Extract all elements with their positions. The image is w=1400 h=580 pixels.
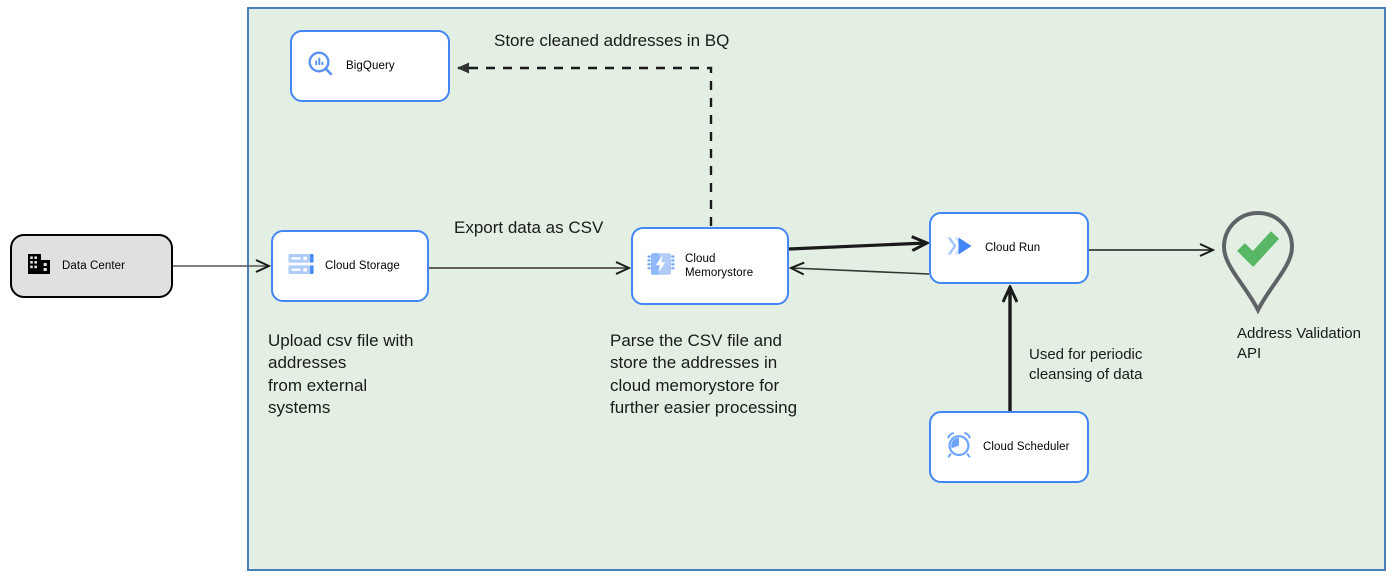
node-data-center-label: Data Center: [62, 259, 126, 272]
map-pin-check-icon: [1216, 210, 1300, 322]
node-cloud-memorystore-label: Cloud Memorystore: [685, 252, 754, 279]
node-bigquery[interactable]: BigQuery: [290, 30, 450, 102]
edge-label-periodic-cleansing: Used for periodic cleansing of data: [1029, 346, 1143, 383]
annotation-parse-csv: Parse the CSV file and store the address…: [610, 331, 798, 418]
node-data-center[interactable]: Data Center: [10, 234, 173, 298]
bigquery-icon: [306, 49, 336, 84]
edge-label-store-cleaned-addresses-in-bq: Store cleaned addresses in BQ: [494, 31, 730, 50]
node-cloud-run[interactable]: Cloud Run: [929, 212, 1089, 284]
node-cloud-run-label: Cloud Run: [985, 241, 1041, 254]
edge-label-export-data-as-csv: Export data as CSV: [454, 218, 604, 237]
node-cloud-scheduler-label: Cloud Scheduler: [983, 440, 1070, 453]
cloud-scheduler-icon: [945, 431, 973, 464]
node-cloud-memorystore[interactable]: Cloud Memorystore: [631, 227, 789, 305]
data-center-building-icon: [26, 251, 52, 282]
address-validation-api-label: Address Validation API: [1237, 325, 1361, 362]
node-address-validation-api[interactable]: [1216, 208, 1300, 318]
node-cloud-storage[interactable]: Cloud Storage: [271, 230, 429, 302]
node-cloud-storage-label: Cloud Storage: [325, 259, 400, 272]
cloud-run-icon: [945, 232, 975, 265]
cloud-storage-icon: [287, 250, 315, 283]
cloud-memorystore-icon: [647, 250, 675, 283]
node-bigquery-label: BigQuery: [346, 59, 395, 72]
node-cloud-scheduler[interactable]: Cloud Scheduler: [929, 411, 1089, 483]
annotation-upload-csv: Upload csv file with addresses from exte…: [268, 331, 414, 418]
